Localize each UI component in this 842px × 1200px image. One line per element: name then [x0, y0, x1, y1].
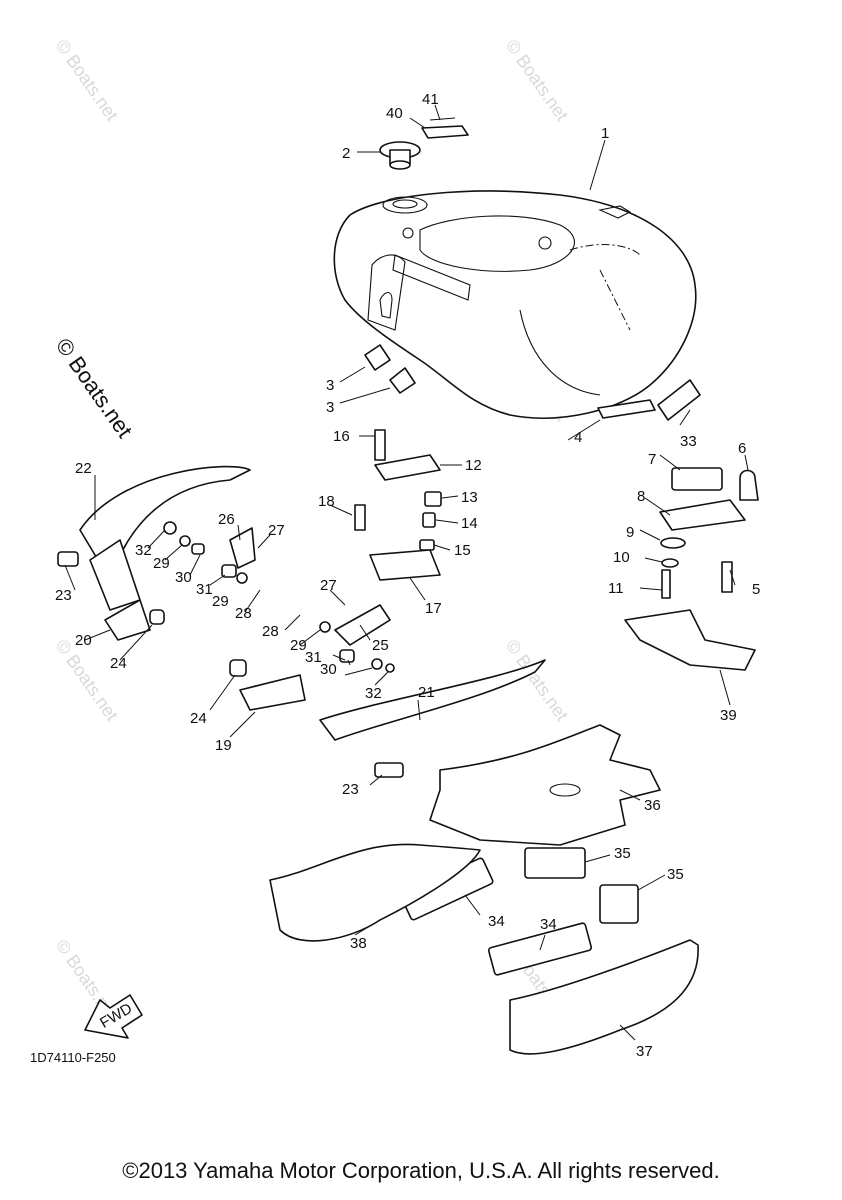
callout-16: 16 [333, 428, 350, 445]
callout-32: 32 [135, 542, 152, 559]
callout-27: 27 [320, 577, 337, 594]
strip-parts-4-33 [597, 379, 701, 421]
callout-30: 30 [320, 661, 337, 678]
callout-14: 14 [461, 515, 478, 532]
callout-6: 6 [738, 440, 746, 457]
callout-34: 34 [488, 913, 505, 930]
left-mount-parts [57, 465, 546, 778]
callout-3: 3 [326, 399, 334, 416]
callout-27: 27 [268, 522, 285, 539]
callouts: 1 2 3 3 4 5 6 7 8 9 10 11 12 13 14 15 16… [55, 91, 760, 1060]
decal-parts-40-41 [421, 117, 469, 139]
watermark: © Boats.net [52, 636, 122, 725]
right-mount-parts [624, 467, 759, 671]
watermark: © Boats.net [502, 36, 572, 125]
plate-parts-34-38 [269, 724, 699, 1055]
callout-11: 11 [608, 580, 624, 597]
callout-9: 9 [626, 524, 634, 541]
callout-8: 8 [637, 488, 645, 505]
callout-5: 5 [752, 581, 760, 598]
center-bracket-parts-12-17 [354, 429, 442, 581]
watermark-large: © Boats.net [51, 334, 138, 443]
callout-12: 12 [465, 457, 482, 474]
callout-37: 37 [636, 1043, 653, 1060]
callout-3: 3 [326, 377, 334, 394]
callout-30: 30 [175, 569, 192, 586]
callout-10: 10 [613, 549, 630, 566]
callout-23: 23 [55, 587, 72, 604]
callout-31: 31 [196, 581, 213, 598]
callout-28: 28 [235, 605, 252, 622]
callout-22: 22 [75, 460, 92, 477]
diagram-code: 1D74110-F250 [30, 1050, 116, 1065]
callout-19: 19 [215, 737, 232, 754]
callout-35: 35 [614, 845, 631, 862]
callout-39: 39 [720, 707, 737, 724]
callout-29: 29 [212, 593, 229, 610]
callout-26: 26 [218, 511, 235, 528]
callout-1: 1 [601, 125, 609, 142]
callout-25: 25 [372, 637, 389, 654]
callout-28: 28 [262, 623, 279, 640]
fuel-cap-part-2 [379, 141, 421, 170]
callout-33: 33 [680, 433, 697, 450]
copyright-notice: ©2013 Yamaha Motor Corporation, U.S.A. A… [122, 1158, 720, 1183]
callout-15: 15 [454, 542, 471, 559]
callout-4: 4 [574, 429, 582, 446]
callout-23: 23 [342, 781, 359, 798]
leader-lines [64, 104, 749, 1041]
callout-21: 21 [418, 684, 435, 701]
callout-13: 13 [461, 489, 478, 506]
callout-7: 7 [648, 451, 656, 468]
callout-31: 31 [305, 649, 322, 666]
callout-40: 40 [386, 105, 403, 122]
callout-29: 29 [290, 637, 307, 654]
callout-34: 34 [540, 916, 557, 933]
callout-24: 24 [110, 655, 127, 672]
callout-32: 32 [365, 685, 382, 702]
callout-2: 2 [342, 145, 350, 162]
callout-20: 20 [75, 632, 92, 649]
callout-18: 18 [318, 493, 335, 510]
callout-36: 36 [644, 797, 661, 814]
watermark: © Boats.net [52, 36, 122, 125]
callout-29: 29 [153, 555, 170, 572]
callout-35: 35 [667, 866, 684, 883]
callout-24: 24 [190, 710, 207, 727]
callout-17: 17 [425, 600, 442, 617]
damper-parts-3 [364, 344, 416, 394]
callout-41: 41 [422, 91, 439, 108]
fuel-tank-part-1 [333, 190, 697, 419]
callout-38: 38 [350, 935, 367, 952]
